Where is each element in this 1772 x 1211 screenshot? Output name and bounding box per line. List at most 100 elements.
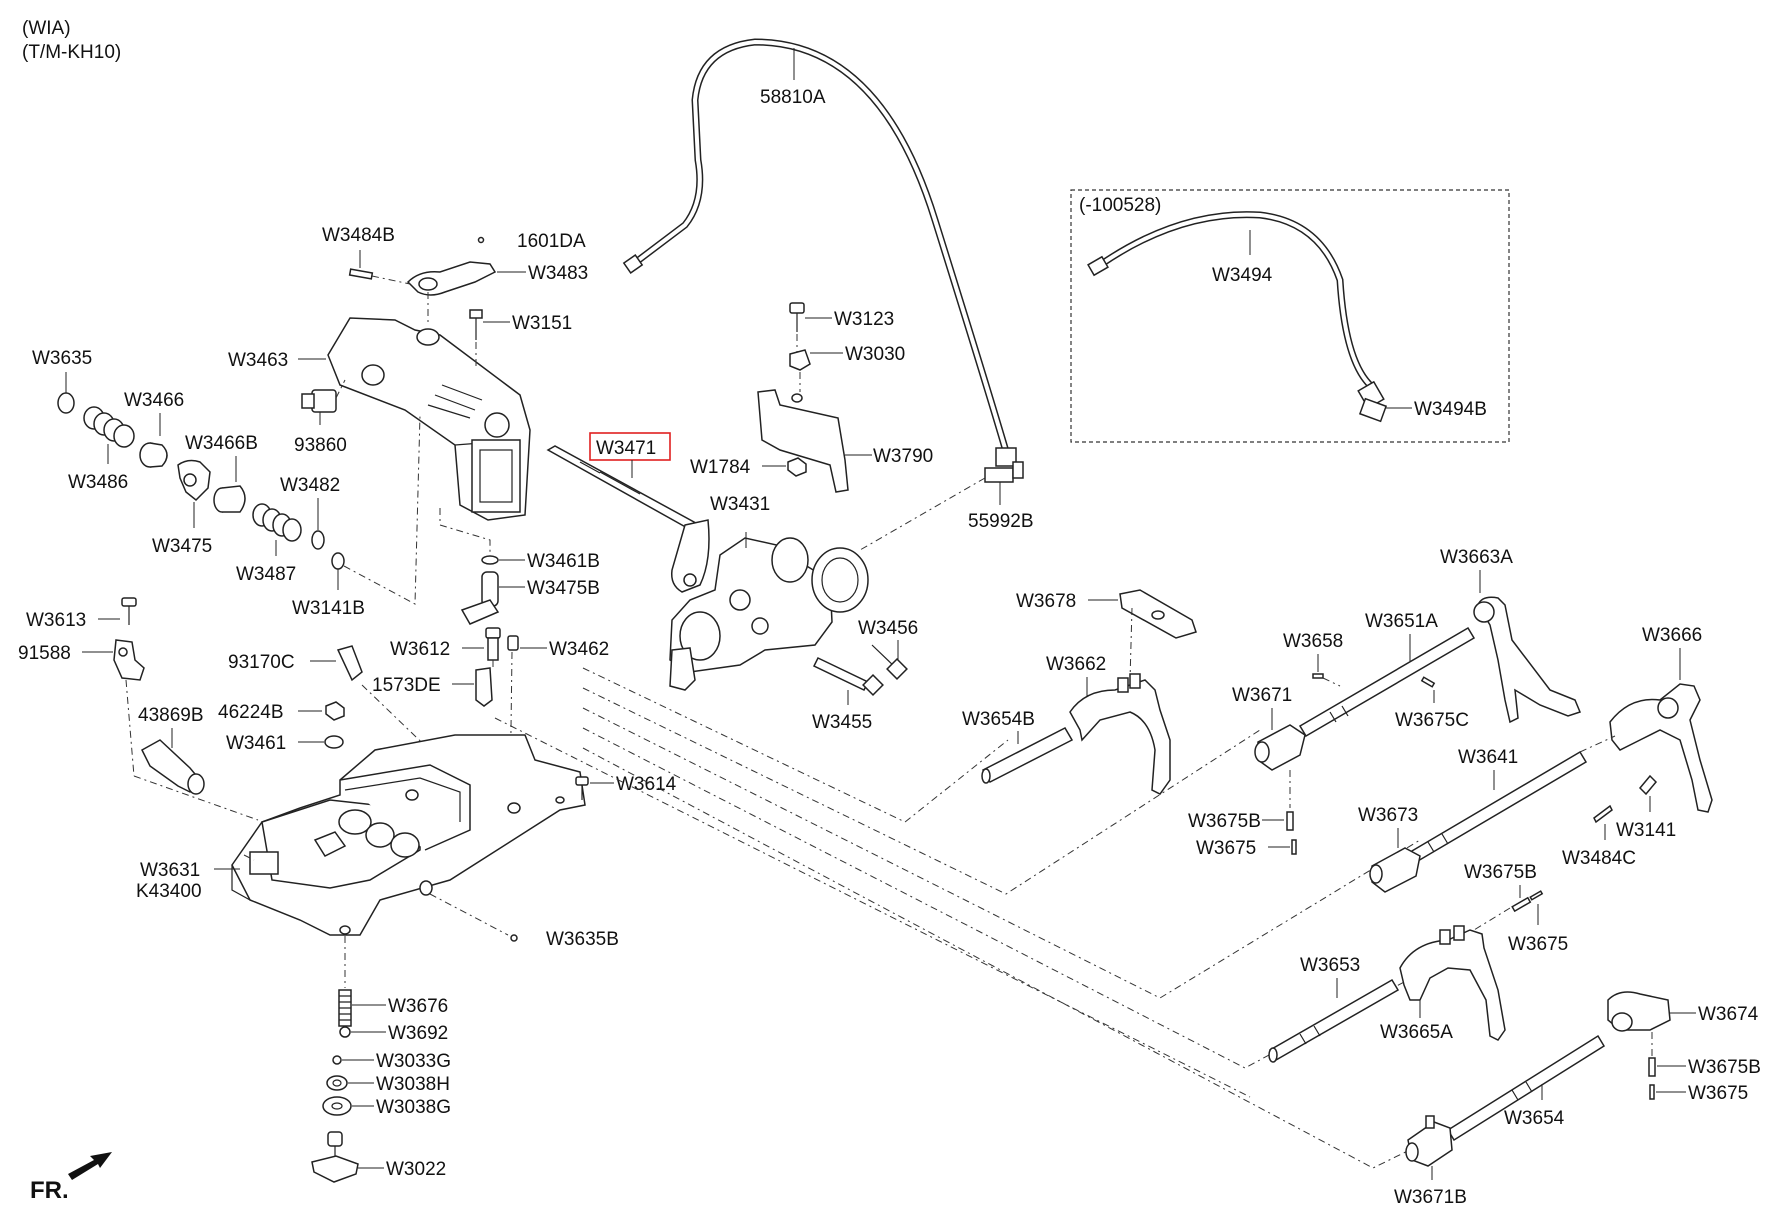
washer-W3038H[interactable] — [326, 1075, 348, 1091]
ring-W3482[interactable] — [311, 530, 325, 550]
label-W3673[interactable]: W3673 — [1358, 805, 1418, 826]
label-46224B[interactable]: 46224B — [218, 702, 284, 723]
tee-fitting-55992B[interactable] — [984, 447, 1024, 483]
fork-W3665A[interactable] — [1399, 925, 1506, 1041]
label-W3431[interactable]: W3431 — [710, 494, 770, 515]
label-58810A[interactable]: 58810A — [760, 87, 826, 108]
ring-W3461B[interactable] — [481, 555, 499, 565]
plug-93860[interactable] — [301, 389, 337, 413]
rail-W3641[interactable] — [1398, 750, 1588, 870]
label-W3675B-b[interactable]: W3675B — [1464, 862, 1537, 883]
label-W3484B[interactable]: W3484B — [322, 225, 395, 246]
clip-W3030[interactable] — [789, 349, 811, 371]
washer-W3038G[interactable] — [322, 1096, 352, 1116]
label-W3482[interactable]: W3482 — [280, 475, 340, 496]
label-W3635[interactable]: W3635 — [32, 348, 92, 369]
label-W3692[interactable]: W3692 — [388, 1023, 448, 1044]
fork-W3662[interactable] — [1069, 673, 1171, 795]
label-W3494[interactable]: W3494 — [1212, 265, 1273, 286]
label-W3675B-a[interactable]: W3675B — [1188, 811, 1261, 832]
shift-housing-W3463[interactable] — [327, 317, 531, 521]
label-W3038H[interactable]: W3038H — [376, 1074, 450, 1095]
label-W3151[interactable]: W3151 — [512, 313, 572, 334]
block-W3671[interactable] — [1254, 724, 1306, 771]
label-W3022[interactable]: W3022 — [386, 1159, 446, 1180]
label-W3141[interactable]: W3141 — [1616, 820, 1676, 841]
label-W3675-b[interactable]: W3675 — [1508, 934, 1568, 955]
label-W3123[interactable]: W3123 — [834, 309, 894, 330]
actuator-W3431[interactable] — [669, 537, 869, 691]
pin-W3484B[interactable] — [348, 268, 374, 280]
label-W3641[interactable]: W3641 — [1458, 747, 1518, 768]
plate-W3678[interactable] — [1119, 589, 1197, 639]
label-W3463[interactable]: W3463 — [228, 350, 288, 371]
label-W3456[interactable]: W3456 — [858, 618, 918, 639]
plug-W3462[interactable] — [507, 635, 519, 651]
label-W3612[interactable]: W3612 — [390, 639, 450, 660]
block-W3671B[interactable] — [1405, 1115, 1453, 1167]
label-W3675-c[interactable]: W3675 — [1688, 1083, 1748, 1104]
spring-W3676[interactable] — [338, 989, 352, 1027]
hose-W3494[interactable] — [1087, 211, 1374, 389]
rail-W3651A[interactable] — [1298, 626, 1476, 738]
block-W3674[interactable] — [1607, 991, 1671, 1032]
bolt-W3455[interactable] — [812, 657, 884, 696]
label-W3462[interactable]: W3462 — [549, 639, 609, 660]
label-W3666[interactable]: W3666 — [1642, 625, 1702, 646]
ball-W3692[interactable] — [339, 1026, 351, 1038]
block-W3673[interactable] — [1369, 847, 1421, 893]
label-93170C[interactable]: 93170C — [228, 652, 295, 673]
label-W3671B[interactable]: W3671B — [1394, 1187, 1467, 1208]
bolt-W3456[interactable] — [871, 644, 908, 680]
ring-W3141B[interactable] — [331, 552, 345, 570]
label-W3487[interactable]: W3487 — [236, 564, 296, 585]
bolt-W3614[interactable] — [575, 776, 589, 800]
spring-W3486[interactable] — [83, 406, 135, 448]
label-W3675C[interactable]: W3675C — [1395, 710, 1469, 731]
label-W3651A[interactable]: W3651A — [1365, 611, 1438, 632]
label-1601DA[interactable]: 1601DA — [517, 231, 586, 252]
label-93860[interactable]: 93860 — [294, 435, 347, 456]
label-W3631[interactable]: W3631 — [140, 860, 200, 881]
cap-W3466[interactable] — [139, 442, 168, 468]
pin-W3675C[interactable] — [1420, 676, 1436, 688]
pin-W3675-c[interactable] — [1649, 1084, 1655, 1100]
pin-W3675-a[interactable] — [1291, 839, 1297, 855]
bolt-W3123[interactable] — [789, 302, 805, 332]
sensor-93170C[interactable] — [336, 645, 363, 682]
label-W3671[interactable]: W3671 — [1232, 685, 1292, 706]
label-W3658[interactable]: W3658 — [1283, 631, 1343, 652]
label-91588[interactable]: 91588 — [18, 643, 71, 664]
bracket-W3483[interactable] — [406, 261, 497, 296]
label-W3676[interactable]: W3676 — [388, 996, 448, 1017]
bolt-W3151[interactable] — [469, 309, 483, 340]
label-W3484C[interactable]: W3484C — [1562, 848, 1636, 869]
label-W3613[interactable]: W3613 — [26, 610, 86, 631]
label-W3675B-c[interactable]: W3675B — [1688, 1057, 1761, 1078]
pin-W3675B-a[interactable] — [1286, 811, 1294, 831]
rail-W3653[interactable] — [1268, 978, 1400, 1063]
label-W3461[interactable]: W3461 — [226, 733, 286, 754]
label-W3675-a[interactable]: W3675 — [1196, 838, 1256, 859]
label-W3030[interactable]: W3030 — [845, 344, 905, 365]
bracket-91588[interactable] — [113, 639, 145, 681]
plug-W3635B[interactable] — [419, 880, 433, 896]
elbow-W3494B[interactable] — [1357, 380, 1388, 423]
label-W3455[interactable]: W3455 — [812, 712, 872, 733]
label-1573DE[interactable]: 1573DE — [372, 675, 441, 696]
label-W3466[interactable]: W3466 — [124, 390, 184, 411]
fork-W3663A[interactable] — [1473, 596, 1582, 724]
ring-W3635[interactable] — [57, 392, 75, 414]
label-W3653[interactable]: W3653 — [1300, 955, 1360, 976]
label-W3790[interactable]: W3790 — [873, 446, 933, 467]
rail-W3654[interactable] — [1446, 1034, 1606, 1142]
label-W3678[interactable]: W3678 — [1016, 591, 1076, 612]
hose-58810A[interactable] — [622, 38, 1009, 452]
lower-housing-W3631[interactable] — [231, 734, 586, 936]
rail-W3654B[interactable] — [981, 727, 1074, 784]
label-W3662[interactable]: W3662 — [1046, 654, 1106, 675]
label-W3483[interactable]: W3483 — [528, 263, 588, 284]
label-W3033G[interactable]: W3033G — [376, 1051, 451, 1072]
label-55992B[interactable]: 55992B — [968, 511, 1034, 532]
lever-W3475[interactable] — [177, 459, 211, 502]
